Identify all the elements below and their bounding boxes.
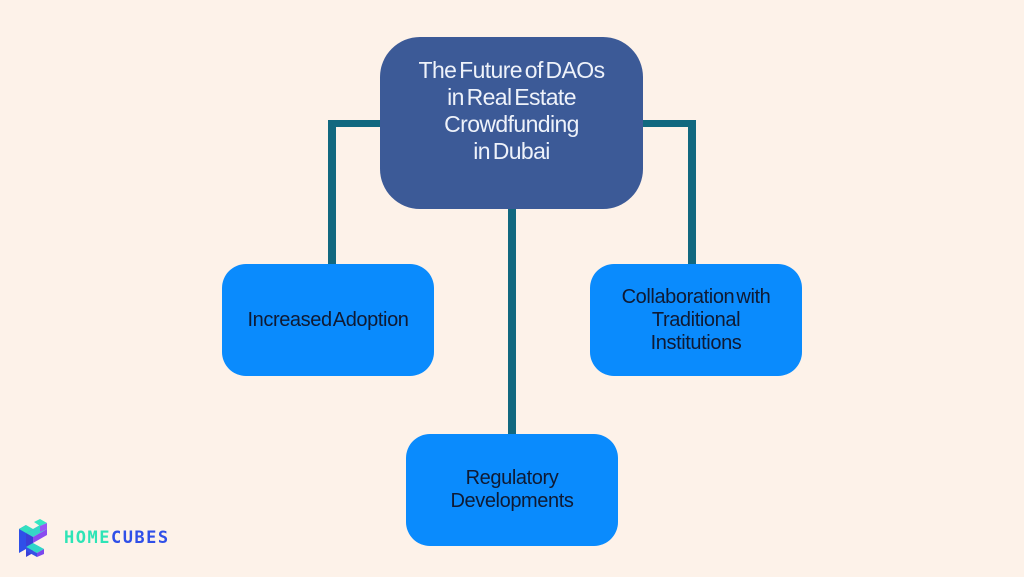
homecubes-wordmark: HOMECUBES bbox=[64, 528, 170, 548]
child-node-label: Collaboration with Traditional Instituti… bbox=[621, 285, 771, 354]
homecubes-cube-icon bbox=[19, 519, 47, 557]
root-node: The Future of DAOs in Real Estate Crowdf… bbox=[380, 37, 643, 209]
connector-root-to-bottom-vertical bbox=[508, 207, 516, 436]
child-node-label: Increased Adoption bbox=[247, 308, 409, 331]
child-node-increased-adoption: Increased Adoption bbox=[222, 264, 434, 376]
child-node-label: Regulatory Developments bbox=[450, 467, 574, 512]
connector-root-to-left-horizontal bbox=[328, 120, 382, 127]
wordmark-cubes: CUBES bbox=[110, 528, 170, 548]
homecubes-logo: HOMECUBES bbox=[16, 519, 170, 557]
root-node-label: The Future of DAOs in Real Estate Crowdf… bbox=[418, 57, 606, 164]
wordmark-home: HOME bbox=[64, 528, 111, 548]
connector-root-to-left-vertical bbox=[328, 120, 336, 266]
connector-root-to-right-horizontal bbox=[641, 120, 695, 127]
connector-root-to-right-vertical bbox=[688, 120, 696, 266]
child-node-regulatory-developments: Regulatory Developments bbox=[406, 434, 618, 546]
child-node-collaboration: Collaboration with Traditional Instituti… bbox=[590, 264, 802, 376]
